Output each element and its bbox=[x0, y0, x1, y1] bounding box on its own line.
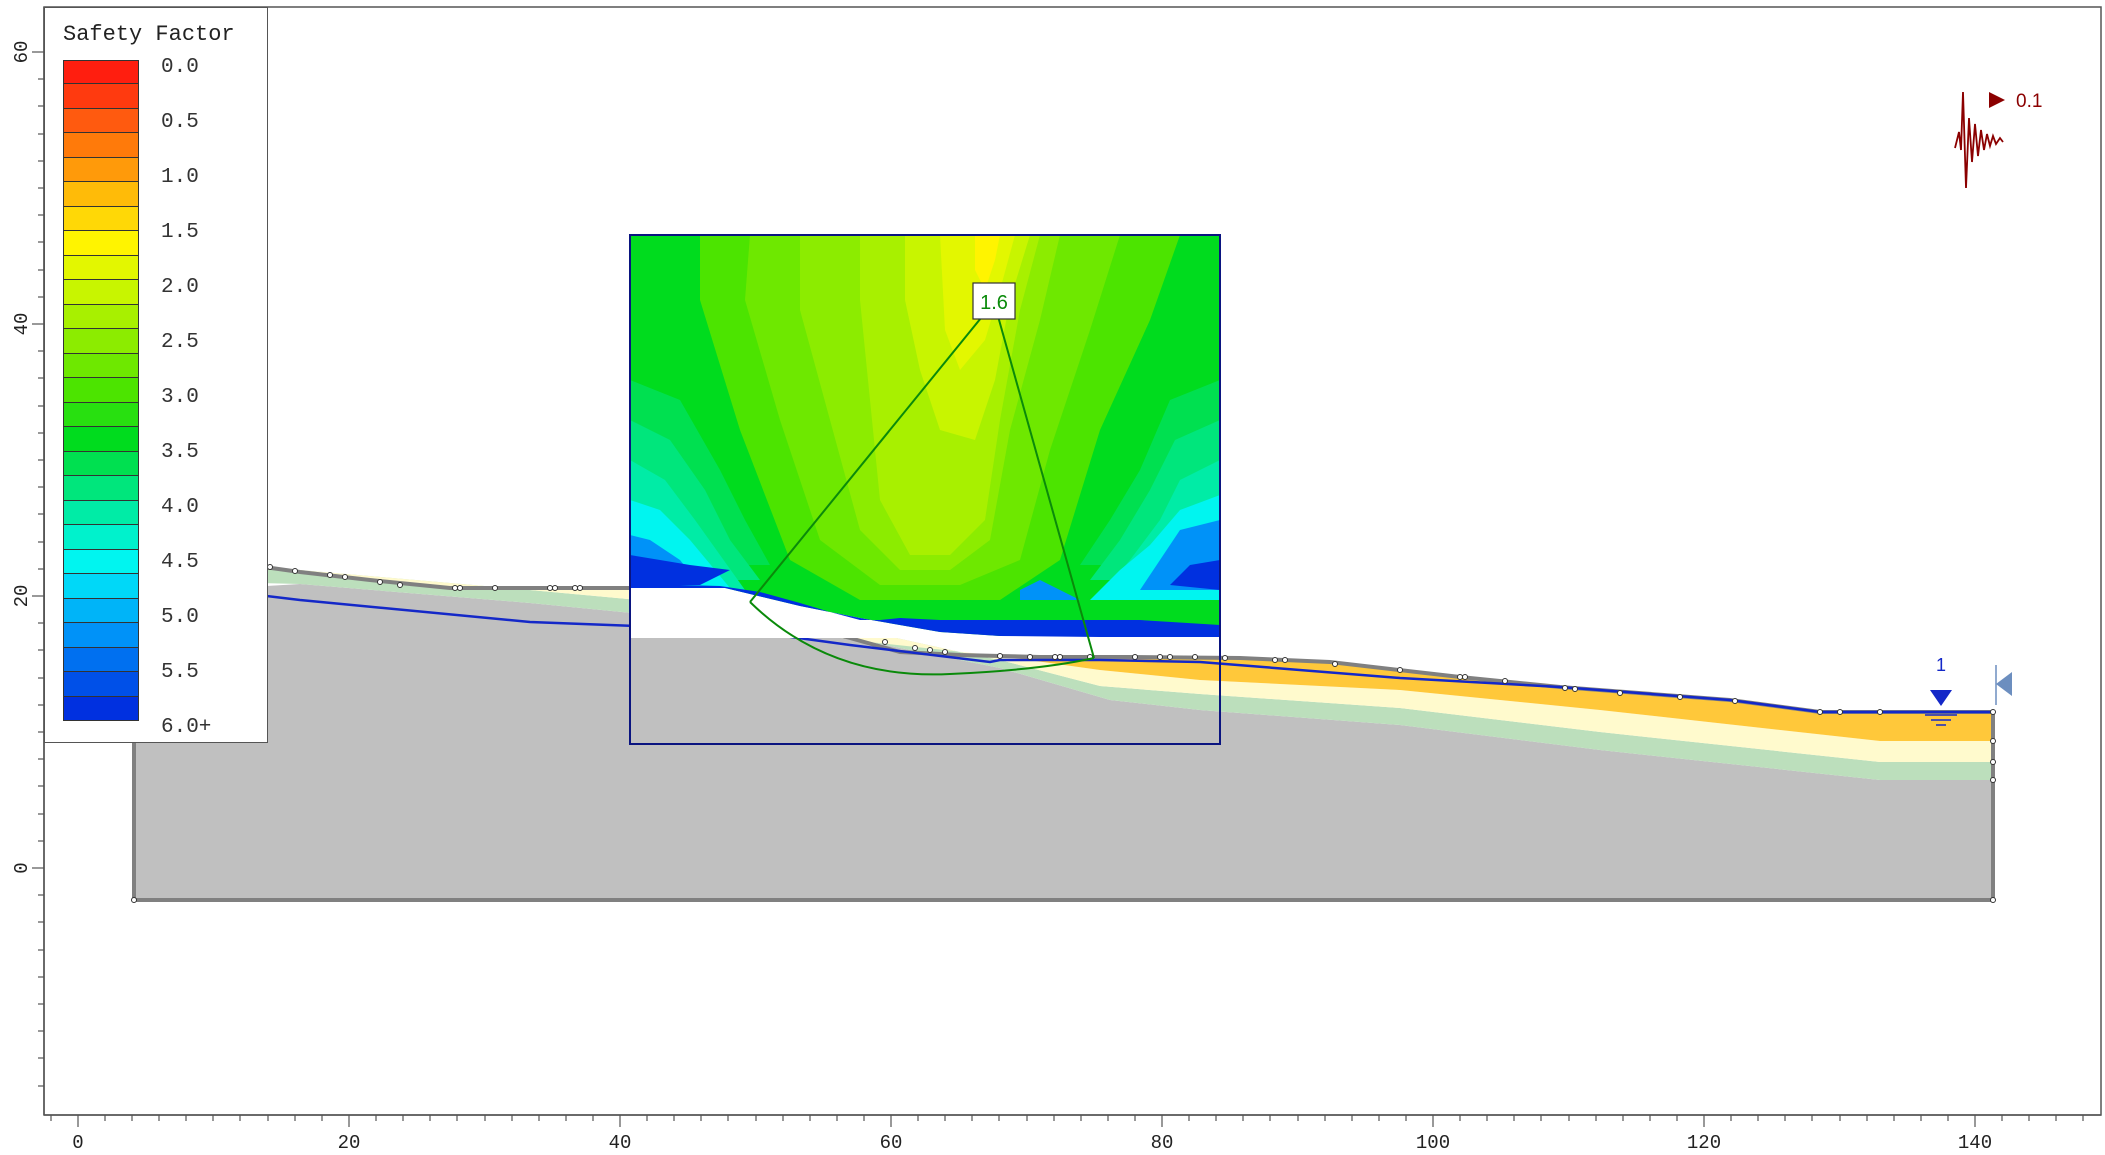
x-tick-label: 100 bbox=[1416, 1132, 1450, 1154]
legend-swatch bbox=[63, 451, 139, 477]
x-tick-label: 20 bbox=[338, 1132, 361, 1154]
factor-of-safety-label: 1.6 bbox=[980, 292, 1008, 314]
legend-swatch bbox=[63, 574, 139, 599]
legend-swatch bbox=[63, 476, 139, 501]
legend-swatch bbox=[63, 427, 139, 452]
y-tick-label: 40 bbox=[11, 313, 33, 336]
legend-swatch bbox=[63, 500, 139, 526]
x-tick-label: 60 bbox=[880, 1132, 903, 1154]
legend-swatch bbox=[63, 60, 139, 85]
legend-swatch bbox=[63, 672, 139, 697]
legend-swatch bbox=[63, 84, 139, 109]
layer-yellow[interactable] bbox=[134, 555, 1993, 762]
legend-swatch bbox=[63, 623, 139, 648]
legend-label: 5.0 bbox=[161, 606, 199, 629]
x-tick-label: 120 bbox=[1687, 1132, 1721, 1154]
legend-label: 2.5 bbox=[161, 331, 199, 354]
seismic-load-icon[interactable] bbox=[1954, 91, 2005, 189]
legend-swatch bbox=[63, 182, 139, 207]
x-tick-label: 80 bbox=[1151, 1132, 1174, 1154]
legend-title: Safety Factor bbox=[63, 22, 235, 47]
x-axis: 0 20 40 60 80 100 120 140 bbox=[44, 1114, 2101, 1154]
legend-label: 1.0 bbox=[161, 166, 199, 189]
legend-label: 4.5 bbox=[161, 551, 199, 574]
legend-swatch bbox=[63, 353, 139, 379]
boundary-condition-icon[interactable] bbox=[1996, 672, 2012, 696]
legend-swatch bbox=[63, 255, 139, 281]
legend-label: 6.0+ bbox=[161, 716, 212, 739]
y-tick-label: 20 bbox=[11, 585, 33, 608]
model-boundary-line[interactable] bbox=[132, 590, 1995, 902]
legend-swatch bbox=[63, 206, 139, 232]
layer-green[interactable] bbox=[134, 566, 1993, 780]
legend-swatch bbox=[63, 647, 139, 673]
water-table-marker-icon[interactable] bbox=[1930, 690, 1952, 706]
water-table-number: 1 bbox=[1936, 655, 1946, 675]
ground-region[interactable] bbox=[134, 584, 1993, 900]
safety-factor-legend[interactable]: Safety Factor 0.0 0.5 1.0 1.5 2.0 2.5 3.… bbox=[44, 7, 268, 743]
legend-swatch bbox=[63, 329, 139, 354]
legend-swatch bbox=[63, 280, 139, 305]
legend-label: 3.0 bbox=[161, 386, 199, 409]
legend-label: 1.5 bbox=[161, 221, 199, 244]
critical-slip-surface[interactable] bbox=[749, 301, 1095, 676]
x-tick-label: 0 bbox=[72, 1132, 83, 1154]
legend-swatch bbox=[63, 157, 139, 183]
legend-label: 2.0 bbox=[161, 276, 199, 299]
layer-orange[interactable] bbox=[1000, 656, 1993, 741]
legend-swatch bbox=[63, 402, 139, 428]
seismic-arrow-icon bbox=[1989, 92, 2005, 108]
legend-label: 4.0 bbox=[161, 496, 199, 519]
legend-swatch bbox=[63, 231, 139, 256]
legend-swatch bbox=[63, 598, 139, 624]
legend-swatch bbox=[63, 133, 139, 158]
y-tick-label: 0 bbox=[11, 862, 33, 873]
legend-swatch bbox=[63, 378, 139, 403]
y-axis: 0 20 40 60 bbox=[11, 7, 45, 1115]
seismic-coefficient-label: 0.1 bbox=[2016, 91, 2042, 112]
slip-center-grid-box[interactable] bbox=[629, 234, 1221, 745]
legend-label: 0.5 bbox=[161, 111, 199, 134]
legend-label: 5.5 bbox=[161, 661, 199, 684]
legend-label: 0.0 bbox=[161, 56, 199, 79]
x-tick-label: 40 bbox=[609, 1132, 632, 1154]
legend-swatch bbox=[63, 304, 139, 330]
y-tick-label: 60 bbox=[11, 41, 33, 64]
legend-swatch bbox=[63, 108, 139, 134]
slip-center-grid-contours[interactable] bbox=[630, 235, 1220, 638]
surface-vertices bbox=[131, 564, 1996, 903]
legend-swatch bbox=[63, 525, 139, 550]
x-tick-label: 140 bbox=[1958, 1132, 1992, 1154]
legend-swatch bbox=[63, 549, 139, 575]
legend-swatch bbox=[63, 696, 139, 721]
legend-label: 3.5 bbox=[161, 441, 199, 464]
water-table-line[interactable] bbox=[133, 578, 1993, 714]
factor-of-safety-box bbox=[972, 282, 1016, 320]
